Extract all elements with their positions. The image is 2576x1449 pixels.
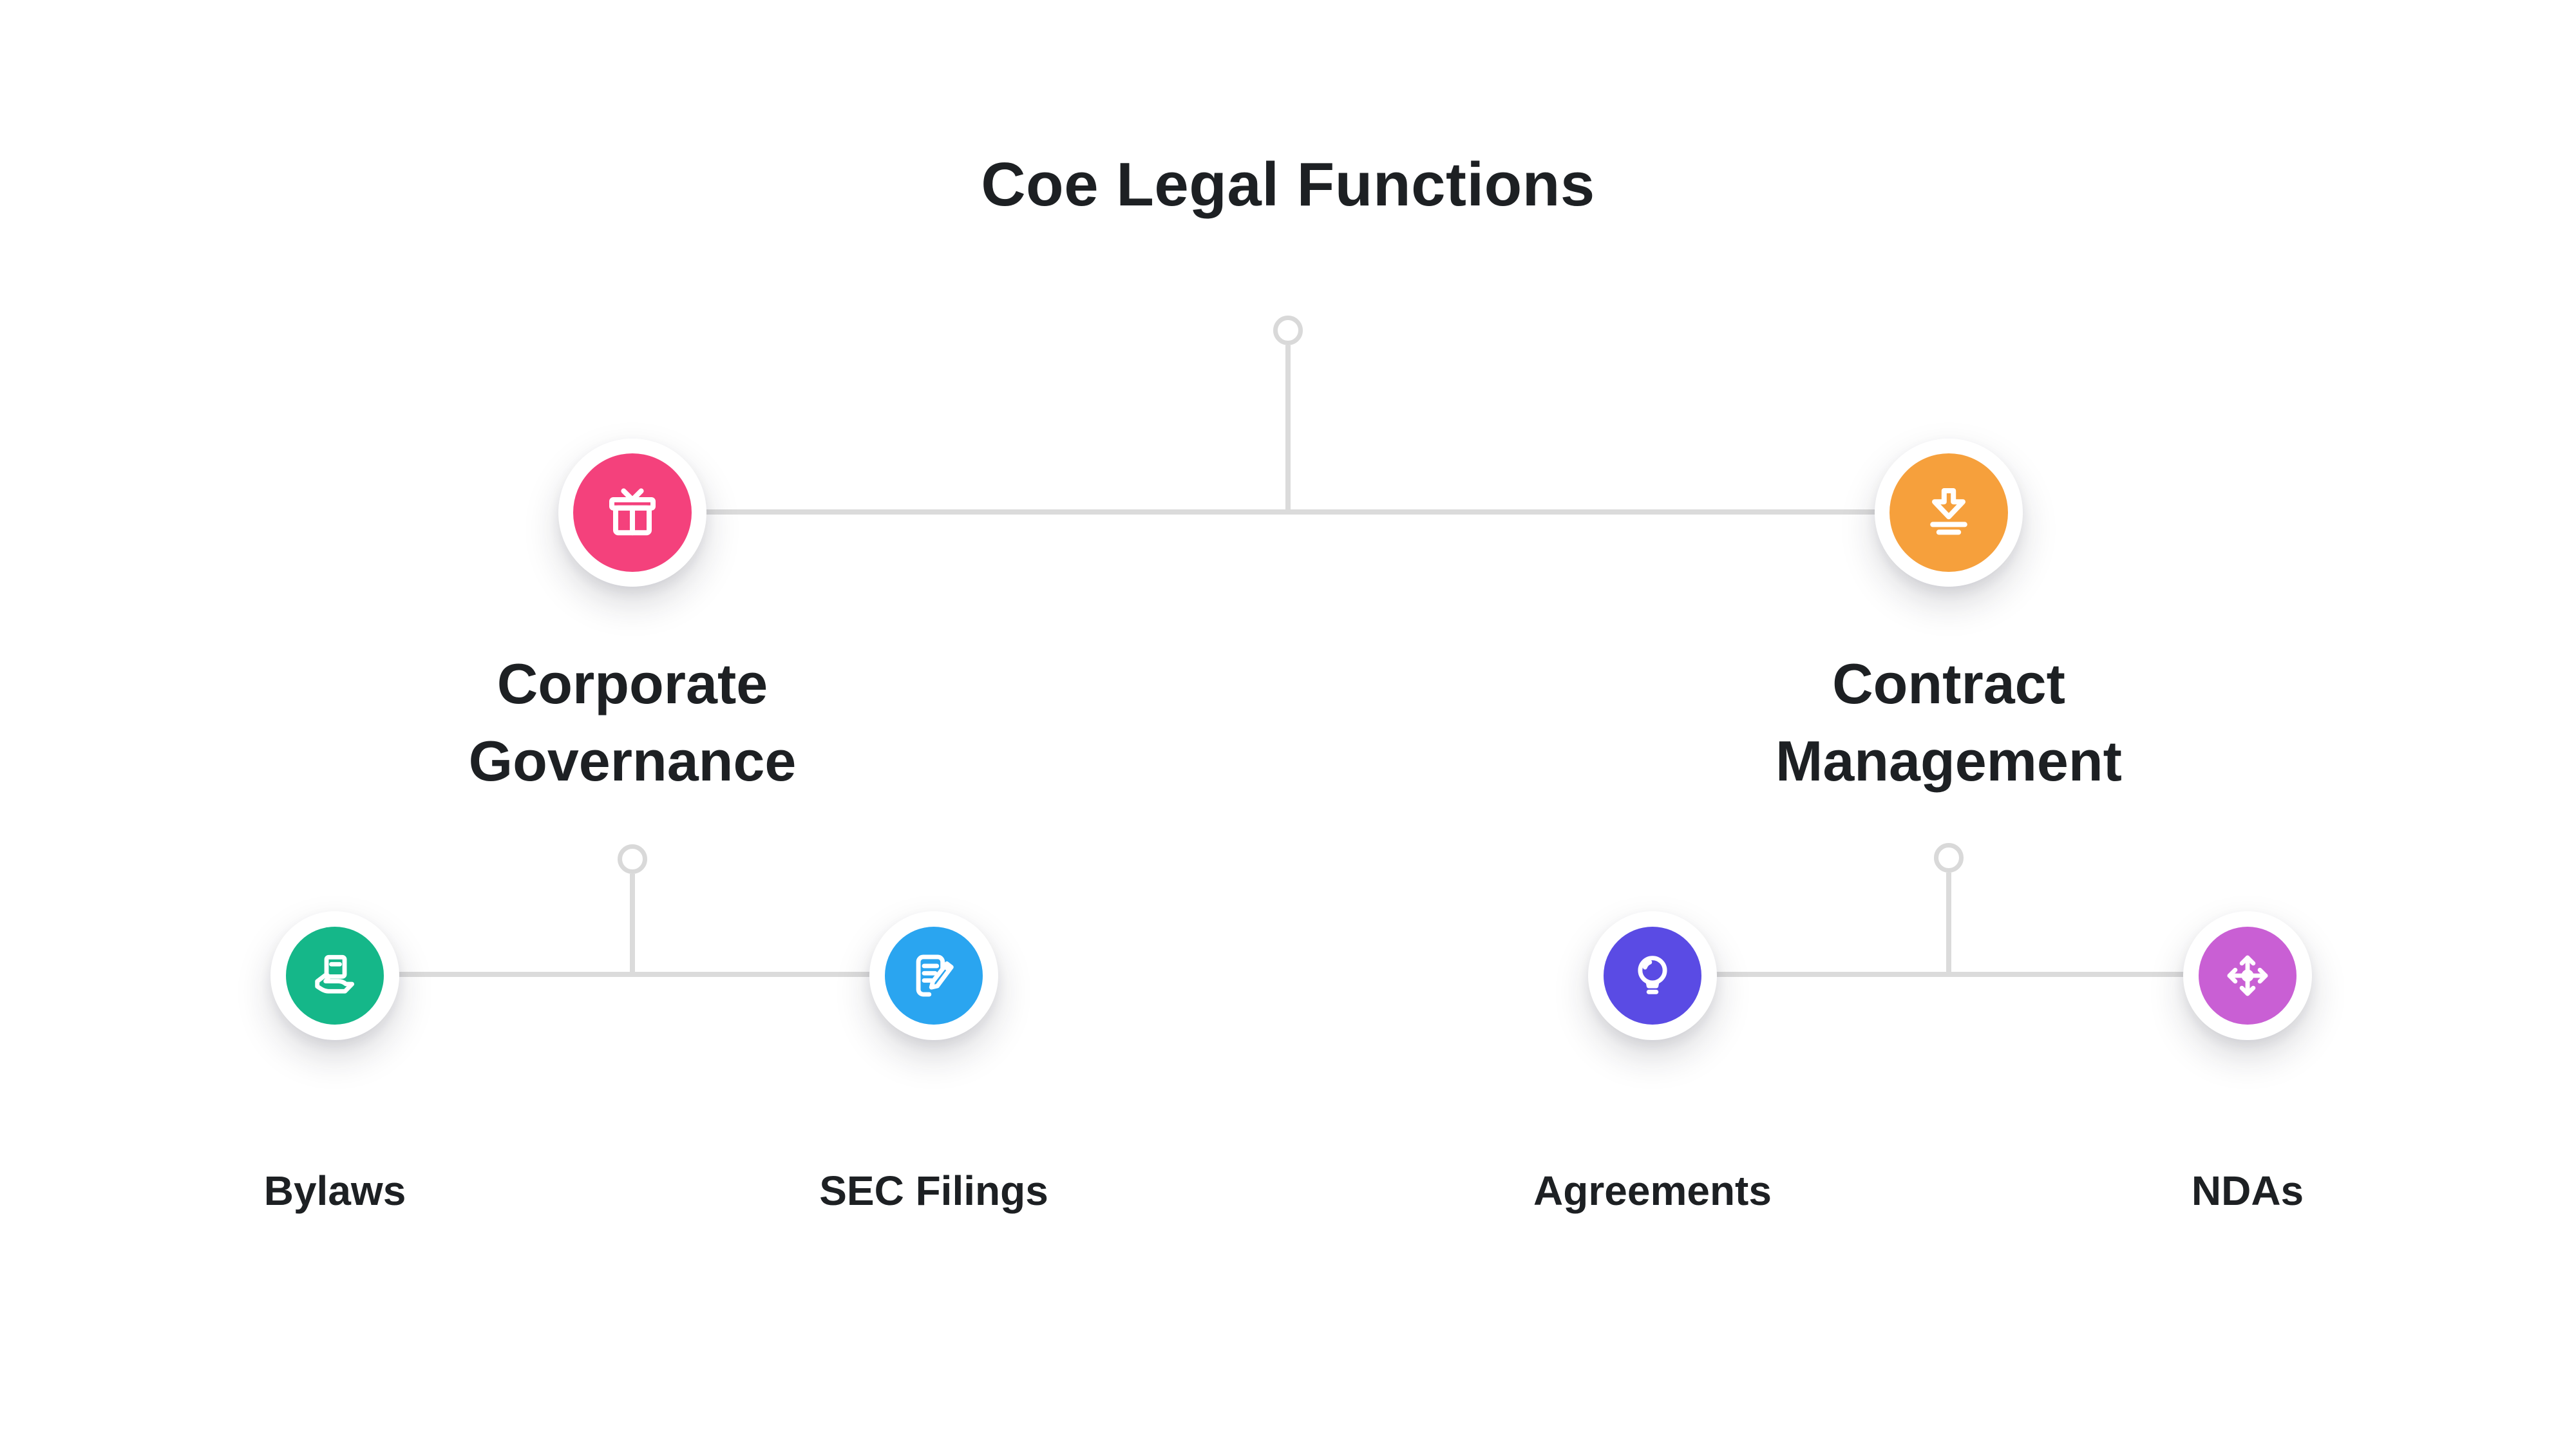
- contract-management-node: [1875, 439, 2023, 587]
- corporate-governance-vertical-connector: [630, 874, 635, 974]
- label-line: Corporate: [497, 652, 768, 715]
- download-icon: [1889, 453, 2008, 572]
- label-line: Management: [1776, 729, 2122, 793]
- gift-icon: [573, 453, 692, 572]
- bylaws-label: Bylaws: [263, 1168, 406, 1214]
- sec-filings-label: SEC Filings: [819, 1168, 1048, 1214]
- edit-document-icon: [885, 927, 983, 1025]
- corporate-governance-children-connector: [335, 972, 934, 977]
- corporate-governance-label: Corporate Governance: [310, 645, 954, 800]
- label-line: Contract: [1832, 652, 2065, 715]
- agreements-node: [1588, 911, 1717, 1040]
- hand-document-icon: [286, 927, 384, 1025]
- bylaws-node: [270, 911, 399, 1040]
- corporate-governance-node: [558, 439, 706, 587]
- root-vertical-connector: [1285, 345, 1291, 511]
- ndas-node: [2183, 911, 2312, 1040]
- contract-management-vertical-connector: [1946, 873, 1951, 974]
- corporate-governance-connector-circle: [618, 844, 647, 874]
- root-connector-circle: [1273, 316, 1303, 345]
- ndas-label: NDAs: [2191, 1168, 2304, 1214]
- agreements-label: Agreements: [1533, 1168, 1772, 1214]
- contract-management-connector-circle: [1934, 843, 1964, 873]
- contract-management-children-connector: [1653, 972, 2248, 977]
- move-arrows-icon: [2199, 927, 2297, 1025]
- page-title: Coe Legal Functions: [981, 150, 1595, 219]
- contract-management-label: Contract Management: [1627, 645, 2271, 800]
- label-line: Governance: [468, 729, 797, 793]
- sec-filings-node: [869, 911, 998, 1040]
- lightbulb-icon: [1604, 927, 1701, 1025]
- branch-horizontal-connector: [632, 509, 1949, 515]
